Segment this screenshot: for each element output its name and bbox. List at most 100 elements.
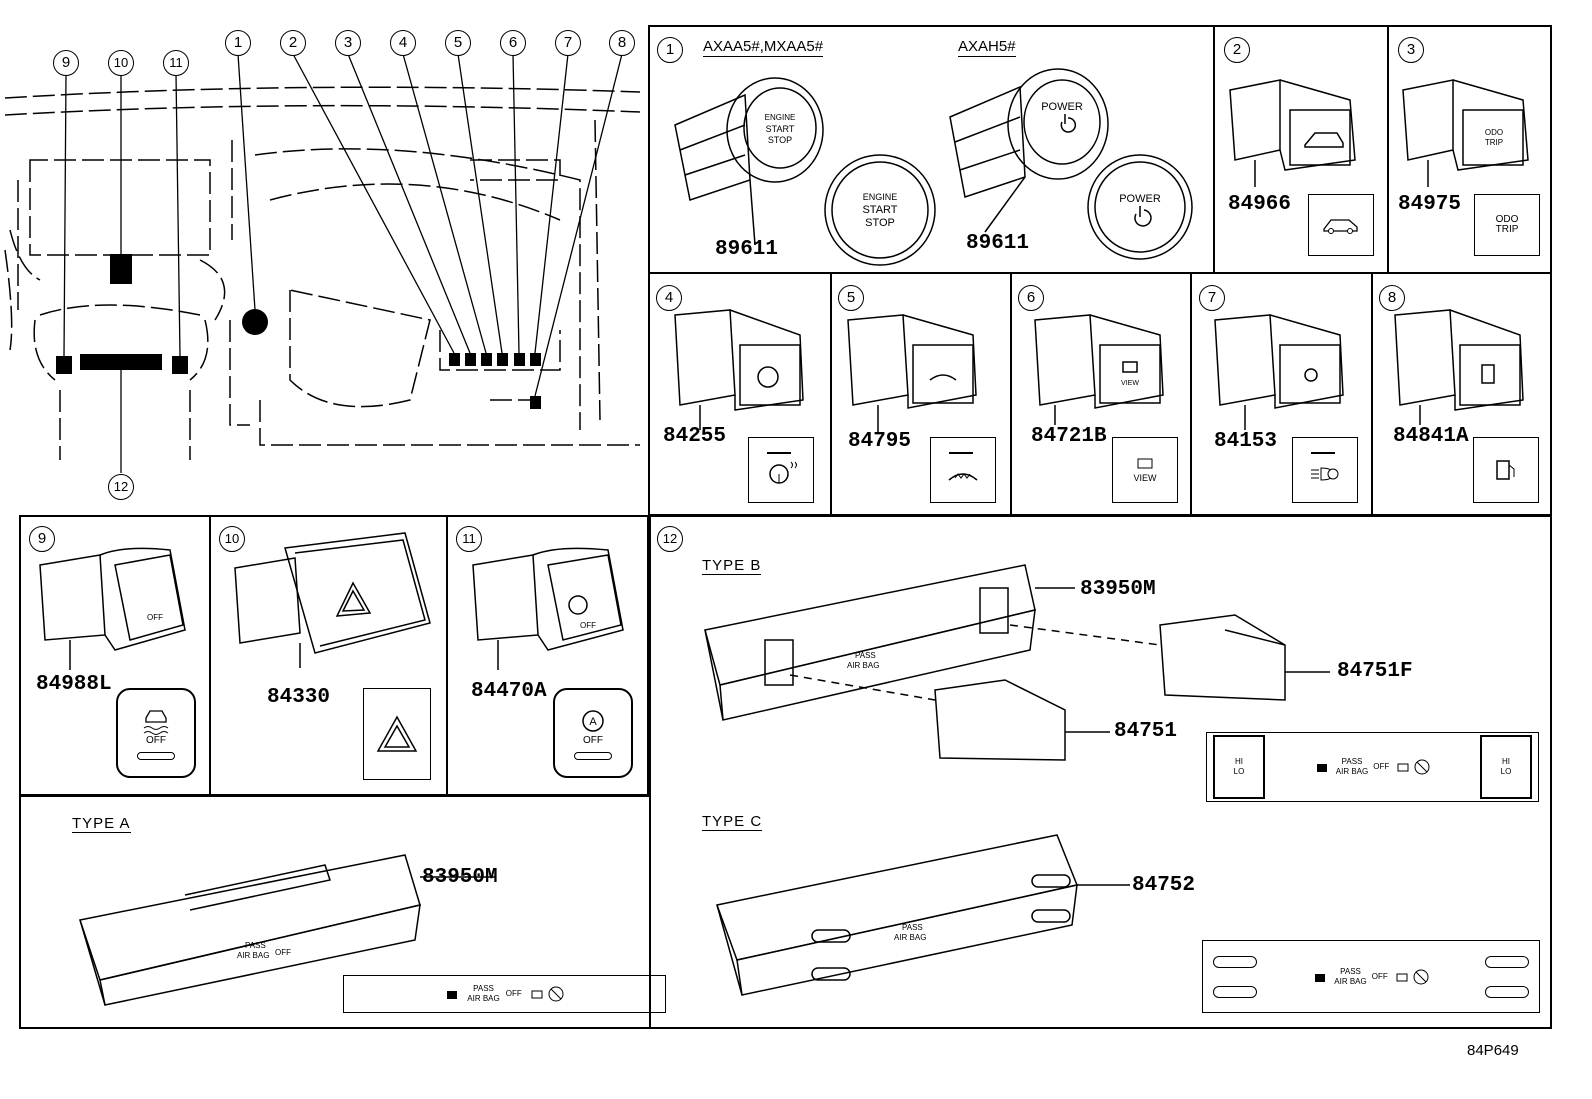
part-number-89611-a: 89611 xyxy=(715,238,779,261)
switch-5-drawing xyxy=(847,314,977,432)
icon-box-4 xyxy=(748,437,814,503)
seat-vent-right-top xyxy=(1484,955,1529,968)
panel-2-number: 2 xyxy=(1224,37,1250,63)
callout-5: 5 xyxy=(445,30,471,56)
panel-12-number: 12 xyxy=(657,526,683,552)
auto-stop-start-icon: A xyxy=(582,710,604,732)
icon-box-5 xyxy=(930,437,996,503)
btn-a-text-1: ENGINE xyxy=(765,113,796,122)
switch-6-text: VIEW xyxy=(1121,380,1139,387)
type-a-label: TYPE A xyxy=(72,815,131,833)
callout-7: 7 xyxy=(555,30,581,56)
power-switch-drawing: POWER POWER xyxy=(949,68,1193,260)
panel-1-number: 1 xyxy=(657,37,683,63)
seat-vent-right-bottom xyxy=(1484,985,1529,998)
seat-heater-right-lo: LO xyxy=(1500,767,1512,776)
icon-box-10 xyxy=(363,688,431,780)
type-c-drawing: PASS AIR BAG xyxy=(715,834,1130,996)
seat-heater-left-hi: HI xyxy=(1235,757,1243,766)
type-a-icon-airbag: AIR BAG xyxy=(467,994,500,1003)
btn-a-text-2: START xyxy=(766,124,795,134)
variant-label-a: AXAA5#,MXAA5# xyxy=(703,38,824,57)
airbag-indicator-icon xyxy=(531,986,564,1002)
icon-box-3: ODO TRIP xyxy=(1474,194,1540,256)
switch-3-text-2: TRIP xyxy=(1485,138,1503,147)
part-number-83950M-b: 83950M xyxy=(1080,578,1156,601)
part-number-84841A: 84841A xyxy=(1393,425,1469,448)
marker-12 xyxy=(80,354,162,370)
icon-3-text-2: TRIP xyxy=(1495,224,1519,235)
type-b-icon-airbag: AIR BAG xyxy=(1335,767,1369,776)
icon-box-8 xyxy=(1473,437,1539,503)
callout-4: 4 xyxy=(390,30,416,56)
part-number-84988L: 84988L xyxy=(36,673,112,696)
part-number-84966: 84966 xyxy=(1228,193,1292,216)
type-a-drawing: PASS AIR BAG OFF xyxy=(79,854,495,1006)
dashboard-sketch xyxy=(4,53,641,473)
hazard-warning-icon xyxy=(376,715,418,752)
part-number-84752: 84752 xyxy=(1132,874,1196,897)
icon-box-6: VIEW xyxy=(1112,437,1178,503)
variant-label-b: AXAH5# xyxy=(958,38,1016,57)
seat-heater-left-lo: LO xyxy=(1233,767,1245,776)
marker-11 xyxy=(172,356,188,374)
marker-8 xyxy=(530,396,541,409)
callout-8: 8 xyxy=(609,30,635,56)
engine-start-switch-drawing: ENGINE START STOP ENGINE START STOP xyxy=(674,77,936,266)
btn-b-text: POWER xyxy=(1041,101,1083,113)
btn-a-large-text-3: STOP xyxy=(865,217,895,229)
callout-11: 11 xyxy=(163,50,189,76)
part-number-89611-b: 89611 xyxy=(966,232,1030,255)
type-c-pass-text: PASS xyxy=(902,923,923,932)
type-a-icon-off: OFF xyxy=(505,989,522,998)
type-a-icon-pass: PASS xyxy=(473,984,494,993)
passenger-seat-icon-c xyxy=(1315,973,1326,982)
icon-box-11: A OFF xyxy=(553,688,633,778)
panel-9-number: 9 xyxy=(29,526,55,552)
svg-text:A: A xyxy=(589,716,597,728)
type-b-icon-pass: PASS xyxy=(1341,757,1363,766)
marker-2 xyxy=(449,353,460,366)
switch-11-text: OFF xyxy=(580,621,596,630)
icon-6-text: VIEW xyxy=(1133,473,1157,483)
part-number-83950M-a: 83950M xyxy=(422,866,498,889)
type-b-airbag-text: AIR BAG xyxy=(847,661,879,670)
type-c-icon-off: OFF xyxy=(1371,971,1388,981)
btn-a-large-text-1: ENGINE xyxy=(863,192,898,202)
type-b-drawing: PASS AIR BAG xyxy=(704,564,1330,761)
panel-4-number: 4 xyxy=(656,285,682,311)
part-number-84153: 84153 xyxy=(1214,430,1278,453)
switch-3-text-1: ODO xyxy=(1485,128,1503,137)
passenger-seat-icon-b xyxy=(1316,764,1327,772)
type-c-icon-airbag: AIR BAG xyxy=(1334,976,1367,986)
panel-6-number: 6 xyxy=(1018,285,1044,311)
seat-heater-right-button: HI LO xyxy=(1479,735,1532,799)
fuel-door-icon xyxy=(1496,460,1515,480)
windshield-defrost-icon xyxy=(948,452,978,481)
type-c-label: TYPE C xyxy=(702,813,763,831)
btn-b-large-text: POWER xyxy=(1119,193,1161,205)
switch-9-text: OFF xyxy=(147,613,163,622)
icon-box-7 xyxy=(1292,437,1358,503)
panel-1 xyxy=(648,25,1213,273)
panel-2 xyxy=(1213,25,1387,273)
marker-10 xyxy=(110,254,132,284)
traction-control-off-icon xyxy=(143,710,169,735)
icon-box-9: OFF xyxy=(116,688,196,778)
hazard-switch-drawing xyxy=(234,532,431,668)
camera-view-icon xyxy=(1137,458,1153,469)
callout-12: 12 xyxy=(108,474,134,500)
car-offroad-icon xyxy=(1323,219,1358,234)
marker-3 xyxy=(465,353,476,366)
part-number-84255: 84255 xyxy=(663,425,727,448)
switch-9-drawing: OFF xyxy=(39,547,186,670)
btn-a-text-3: STOP xyxy=(768,135,792,145)
panel-type-a xyxy=(19,795,650,1029)
btn-a-large-text-2: START xyxy=(862,204,897,216)
panel-5-number: 5 xyxy=(838,285,864,311)
switch-8-drawing xyxy=(1394,309,1524,425)
type-c-airbag-text: AIR BAG xyxy=(894,933,926,942)
